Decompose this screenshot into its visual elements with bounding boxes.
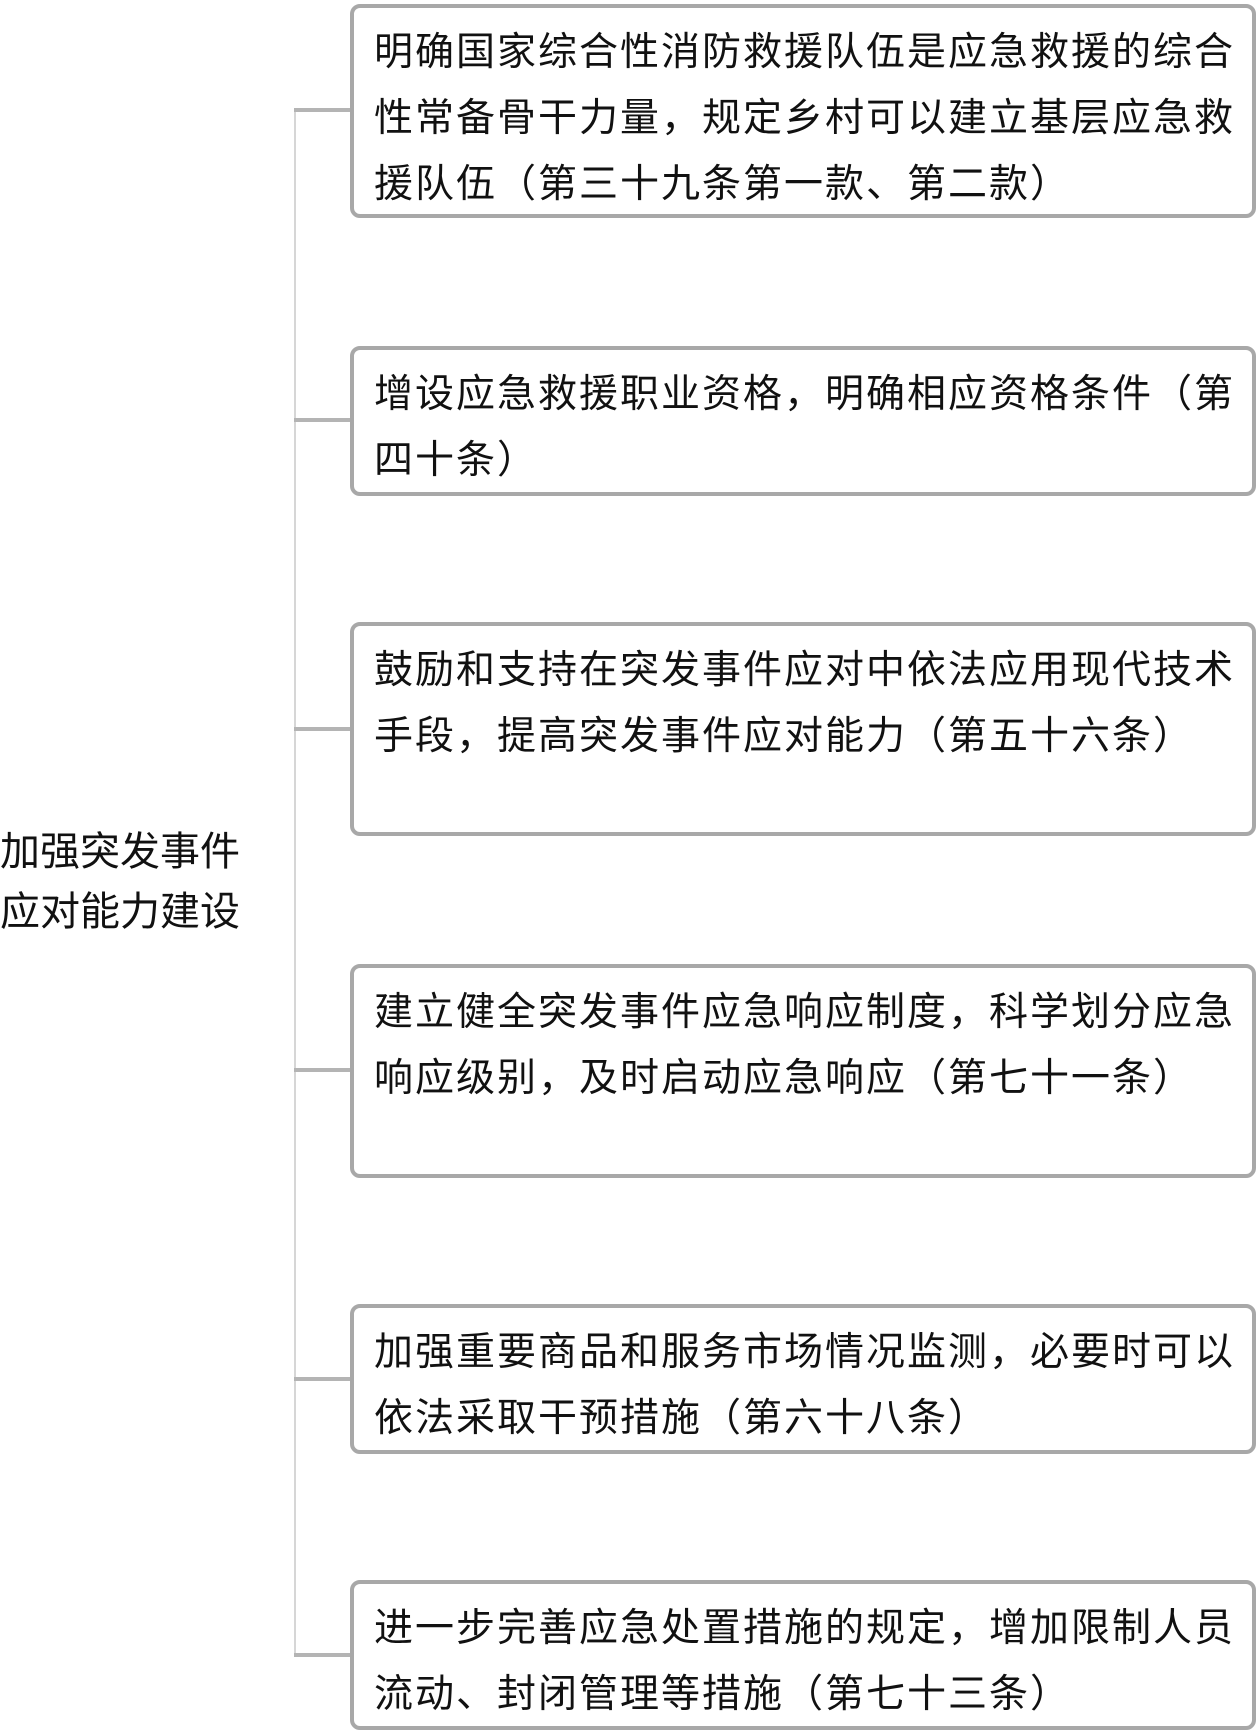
branch-connector <box>294 1653 350 1657</box>
branch-text: 鼓励和支持在突发事件应对中依法应用现代技术手段，提高突发事件应对能力（第五十六条… <box>374 648 1236 759</box>
branch-text: 增设应急救援职业资格，明确相应资格条件（第四十条） <box>374 372 1236 483</box>
branch-connector <box>294 727 350 731</box>
branch-connector <box>294 108 350 112</box>
branch-text: 建立健全突发事件应急响应制度，科学划分应急响应级别，及时启动应急响应（第七十一条… <box>374 990 1236 1101</box>
branch-box-4: 建立健全突发事件应急响应制度，科学划分应急响应级别，及时启动应急响应（第七十一条… <box>350 964 1256 1178</box>
branch-text: 进一步完善应急处置措施的规定，增加限制人员流动、封闭管理等措施（第七十三条） <box>374 1606 1236 1717</box>
branch-connector <box>294 1068 350 1072</box>
tree-trunk-line <box>294 110 296 1656</box>
branch-connector <box>294 1377 350 1381</box>
branch-box-1: 明确国家综合性消防救援队伍是应急救援的综合性常备骨干力量，规定乡村可以建立基层应… <box>350 4 1256 218</box>
root-node-label: 加强突发事件应对能力建设 <box>0 829 240 935</box>
branch-box-6: 进一步完善应急处置措施的规定，增加限制人员流动、封闭管理等措施（第七十三条） <box>350 1580 1256 1730</box>
branch-box-3: 鼓励和支持在突发事件应对中依法应用现代技术手段，提高突发事件应对能力（第五十六条… <box>350 622 1256 836</box>
branch-box-5: 加强重要商品和服务市场情况监测，必要时可以依法采取干预措施（第六十八条） <box>350 1304 1256 1454</box>
branch-connector <box>294 418 350 422</box>
branch-text: 加强重要商品和服务市场情况监测，必要时可以依法采取干预措施（第六十八条） <box>374 1330 1236 1441</box>
branch-text: 明确国家综合性消防救援队伍是应急救援的综合性常备骨干力量，规定乡村可以建立基层应… <box>374 30 1236 207</box>
branch-box-2: 增设应急救援职业资格，明确相应资格条件（第四十条） <box>350 346 1256 496</box>
